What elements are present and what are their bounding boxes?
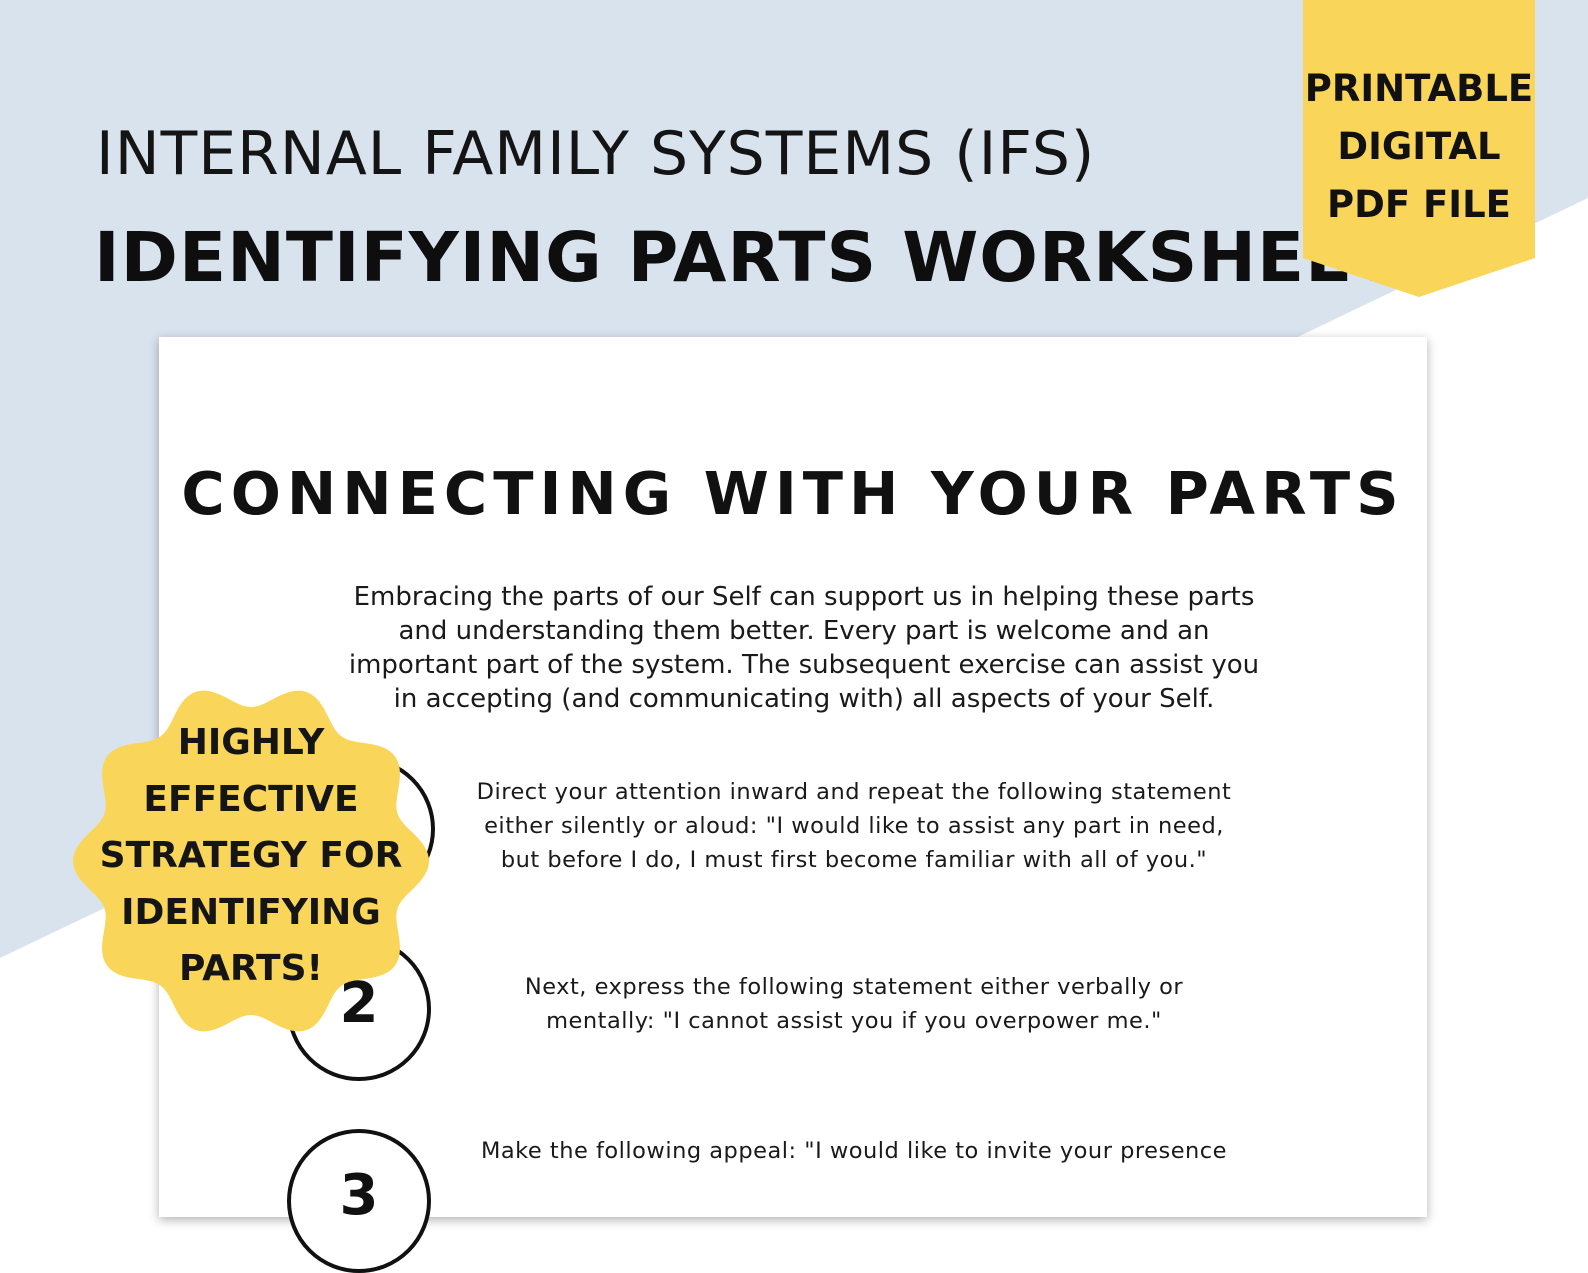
step-line: either silently or aloud: "I would like … [484, 813, 1224, 839]
header-title: IDENTIFYING PARTS WORKSHEET [94, 218, 1402, 298]
badge-line: IDENTIFYING [121, 891, 381, 933]
highlight-badge-text: HIGHLY EFFECTIVE STRATEGY FOR IDENTIFYIN… [66, 715, 436, 998]
step-line: mentally: "I cannot assist you if you ov… [546, 1008, 1162, 1034]
header-subtitle: INTERNAL FAMILY SYSTEMS (IFS) [96, 119, 1096, 189]
step-text: Make the following appeal: "I would like… [434, 1134, 1274, 1168]
format-ribbon [1303, 0, 1535, 297]
intro-line: in accepting (and communicating with) al… [393, 684, 1215, 714]
step-line: Direct your attention inward and repeat … [476, 779, 1232, 805]
ribbon-line: PRINTABLE [1304, 67, 1534, 110]
intro-line: important part of the system. The subseq… [348, 650, 1260, 680]
step-line: Make the following appeal: "I would like… [480, 1138, 1228, 1164]
badge-line: HIGHLY [177, 722, 325, 763]
worksheet-title: CONNECTING WITH YOUR PARTS [181, 459, 1405, 528]
badge-line: PARTS! [179, 948, 323, 989]
step-text: Direct your attention inward and repeat … [434, 775, 1274, 877]
step-text: Next, express the following statement ei… [434, 970, 1274, 1038]
badge-line: STRATEGY FOR [99, 835, 403, 876]
intro-line: Embracing the parts of our Self can supp… [353, 582, 1255, 612]
intro-line: and understanding them better. Every par… [398, 616, 1210, 646]
step-line: Next, express the following statement ei… [524, 974, 1184, 1000]
ribbon-line: PDF FILE [1327, 183, 1511, 226]
format-ribbon-text: PRINTABLE DIGITAL PDF FILE [1303, 60, 1535, 234]
ribbon-line: DIGITAL [1337, 125, 1501, 168]
worksheet-intro: Embracing the parts of our Self can supp… [269, 580, 1339, 716]
badge-line: EFFECTIVE [143, 778, 359, 820]
highlight-badge [73, 690, 429, 1032]
badge-shape [73, 690, 429, 1032]
step-number: 3 [339, 1163, 379, 1228]
step-line: but before I do, I must first become fam… [500, 847, 1208, 873]
step-number-circle: 3 [287, 1129, 431, 1273]
